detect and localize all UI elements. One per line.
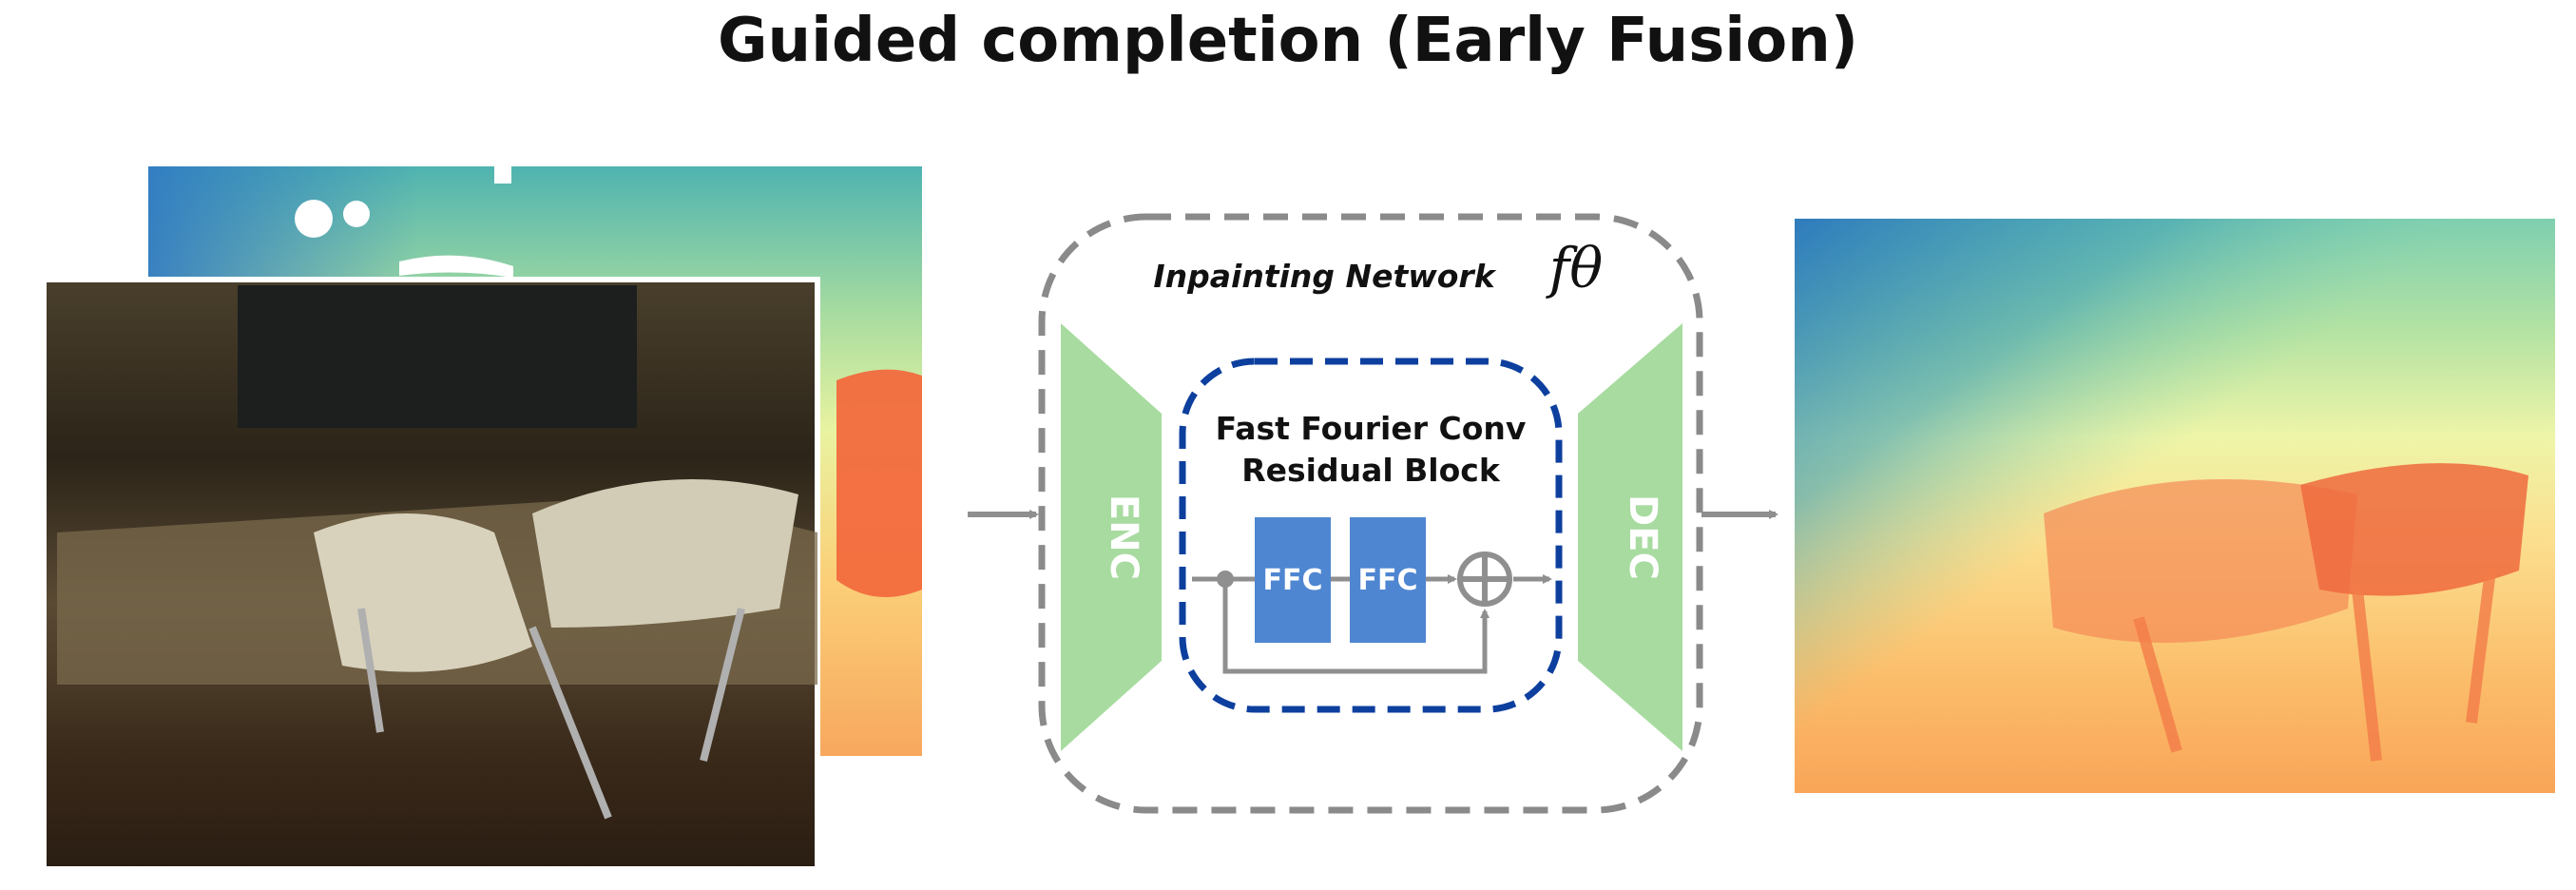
output-depth-map [1795,219,2555,793]
diagram-title: Guided completion (Early Fusion) [718,6,1858,76]
inpainting-network-box [1038,213,1703,814]
sum-icon [1457,551,1512,607]
residual-block-title-line2: Residual Block [1241,452,1501,489]
ffc-block-1: FFC [1255,517,1331,643]
residual-connections [1192,571,1552,674]
network-symbol: fθ [1546,236,1603,300]
ffc-block-2: FFC [1350,517,1426,643]
network-label: Inpainting Network [1153,258,1496,295]
decoder-label: DEC [1621,494,1664,580]
residual-block-title-line1: Fast Fourier Conv [1216,410,1527,447]
encoder-label: ENC [1102,494,1145,580]
ffc-block-2-label: FFC [1357,564,1417,597]
ffc-block-1-label: FFC [1262,564,1322,597]
encoder-block: ENC [1061,323,1162,751]
input-rgb-image [41,277,820,872]
ffc-residual-block-box [1179,358,1563,713]
decoder-block: DEC [1578,323,1682,751]
